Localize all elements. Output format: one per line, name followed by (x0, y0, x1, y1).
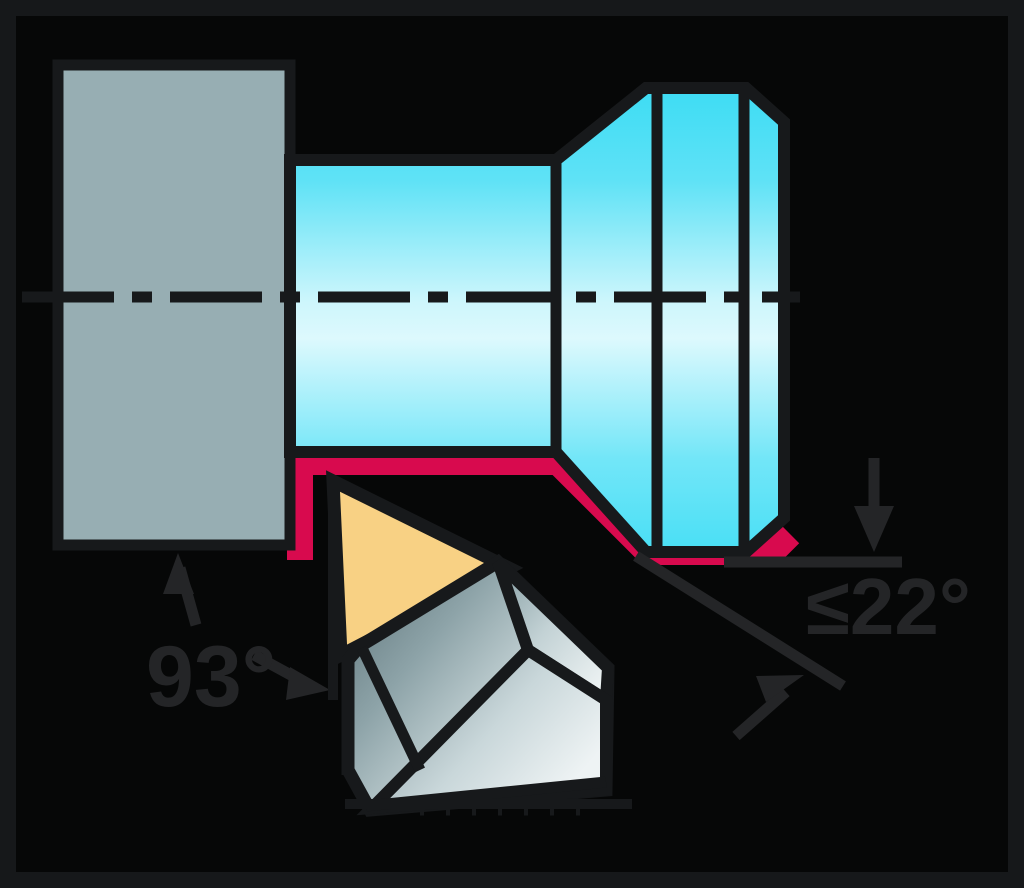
back-angle-annotation: ≤22° (633, 458, 971, 741)
lead-angle-annotation: 93° (146, 478, 338, 725)
lead-angle-arrowhead-up (163, 553, 194, 594)
holder-seat-edge (357, 645, 425, 773)
tool-base-reference (345, 799, 632, 816)
chuck-jaw (52, 59, 296, 551)
back-angle-leader-up (732, 687, 790, 741)
lead-angle-arrowhead-right (286, 667, 330, 700)
back-angle-label: ≤22° (806, 562, 971, 651)
back-angle-arrowhead-up (756, 675, 804, 702)
lead-angle-label: 93° (146, 629, 276, 725)
back-angle-arrowhead-down (854, 506, 894, 552)
workpiece (284, 82, 790, 558)
back-angle-incline-line (633, 551, 846, 691)
